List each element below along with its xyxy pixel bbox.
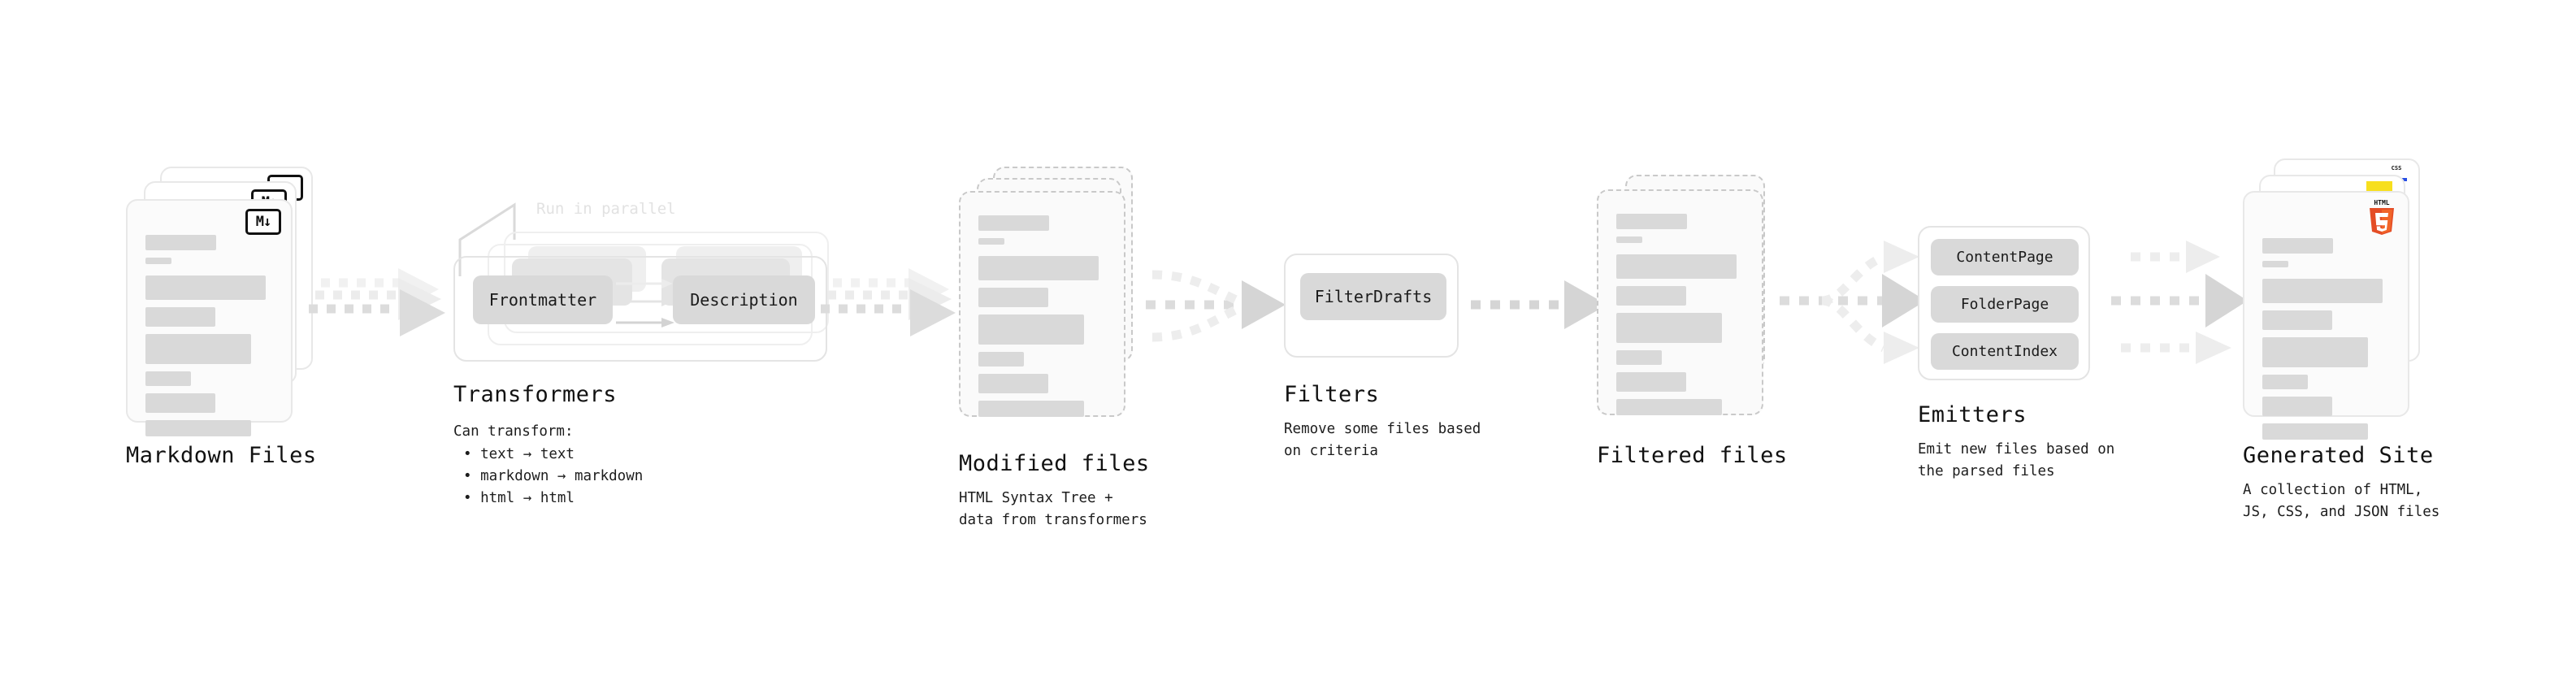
emitter-pill-contentindex[interactable]: ContentIndex	[1931, 333, 2079, 370]
connector-transformers-to-modified	[821, 268, 956, 336]
stage-emitters: ContentPage FolderPage ContentIndex Emit…	[1918, 0, 2210, 681]
stage-title-markdown-files: Markdown Files	[126, 443, 317, 468]
connector-markdown-to-transformers	[309, 268, 445, 336]
stage-title-filters: Filters	[1284, 382, 1380, 407]
emitter-pill-folderpage[interactable]: FolderPage	[1931, 286, 2079, 323]
stage-transformers: Run in parallel Frontmatter Description …	[439, 0, 861, 681]
svg-text:HTML: HTML	[2374, 199, 2389, 206]
markdown-placeholder-lines	[145, 235, 275, 444]
generated-site-description: A collection of HTML, JS, CSS, and JSON …	[2243, 482, 2440, 521]
markdown-badge: M↓	[245, 209, 281, 235]
emitters-description: Emit new files based on the parsed files	[1918, 441, 2115, 480]
stage-title-modified-files: Modified files	[959, 451, 1150, 476]
markdown-badge-letter: M	[255, 213, 264, 230]
transformers-bullet-1-text: text → text	[480, 446, 575, 462]
transformers-bullet-3: • html → html	[463, 490, 575, 506]
transformer-inner-arrows	[616, 279, 674, 327]
emitter-label-folderpage: FolderPage	[1960, 296, 2049, 313]
stage-title-generated-site: Generated Site	[2243, 443, 2434, 468]
filters-description: Remove some files based on criteria	[1284, 421, 1481, 460]
connector-modified-to-filters	[1146, 270, 1286, 342]
transformers-description: Can transform:	[453, 423, 574, 440]
stage-modified-files: Modified files HTML Syntax Tree + data f…	[959, 0, 1251, 681]
markdown-card-stack: M↓ M↓ M↓	[126, 167, 313, 436]
connector-filtered-to-emitters	[1780, 241, 1926, 364]
transformers-group-front: Frontmatter Description	[453, 256, 827, 362]
stage-title-filtered-files: Filtered files	[1597, 443, 1788, 468]
emitters-group-box: ContentPage FolderPage ContentIndex	[1918, 226, 2090, 380]
transformers-bullet-2-text: markdown → markdown	[480, 468, 644, 484]
html5-badge: HTML	[2370, 199, 2394, 235]
filters-group-box: FilterDrafts	[1284, 254, 1459, 358]
stage-title-transformers: Transformers	[453, 382, 618, 407]
transformers-bullet-1: • text → text	[463, 446, 575, 462]
markdown-card-front: M↓	[126, 199, 293, 436]
generated-site-placeholder-lines	[2262, 238, 2392, 447]
transformer-pill-frontmatter[interactable]: Frontmatter	[473, 275, 613, 324]
connector-filters-to-filtered	[1471, 280, 1607, 329]
filtered-placeholder-lines	[1616, 214, 1746, 423]
emitter-label-contentpage: ContentPage	[1956, 249, 2053, 266]
modified-card-stack	[959, 167, 1154, 435]
stage-title-emitters: Emitters	[1918, 402, 2027, 427]
emitter-pill-contentpage[interactable]: ContentPage	[1931, 239, 2079, 275]
filter-label-filterdrafts: FilterDrafts	[1314, 287, 1433, 306]
css3-badge-text: CSS	[2391, 165, 2402, 171]
modified-card-front	[959, 191, 1125, 417]
filtered-card-front	[1597, 189, 1763, 415]
stage-filtered-files: Filtered files	[1597, 0, 1865, 681]
run-in-parallel-label: Run in parallel	[536, 200, 676, 218]
stage-generated-site: CSS HTML Generated Site A	[2243, 0, 2576, 681]
transformer-pill-description[interactable]: Description	[673, 275, 815, 324]
emitter-label-contentindex: ContentIndex	[1951, 343, 2058, 360]
transformer-label-frontmatter: Frontmatter	[488, 290, 597, 310]
stage-filters: FilterDrafts Filters Remove some files b…	[1284, 0, 1560, 681]
transformer-label-description: Description	[690, 290, 798, 310]
filter-pill-filterdrafts[interactable]: FilterDrafts	[1300, 273, 1446, 320]
connector-emitters-to-site	[2111, 241, 2248, 364]
transformers-bullet-2: • markdown → markdown	[463, 468, 644, 484]
generated-site-card-html: HTML	[2243, 191, 2409, 440]
modified-files-description: HTML Syntax Tree + data from transformer…	[959, 490, 1147, 529]
generated-site-card-stack: CSS HTML	[2243, 158, 2438, 440]
transformers-bullet-3-text: html → html	[480, 490, 575, 506]
modified-placeholder-lines	[978, 215, 1108, 424]
filtered-card-stack	[1597, 175, 1792, 435]
stage-markdown-files: M↓ M↓ M↓ Markdown Files	[0, 0, 341, 681]
